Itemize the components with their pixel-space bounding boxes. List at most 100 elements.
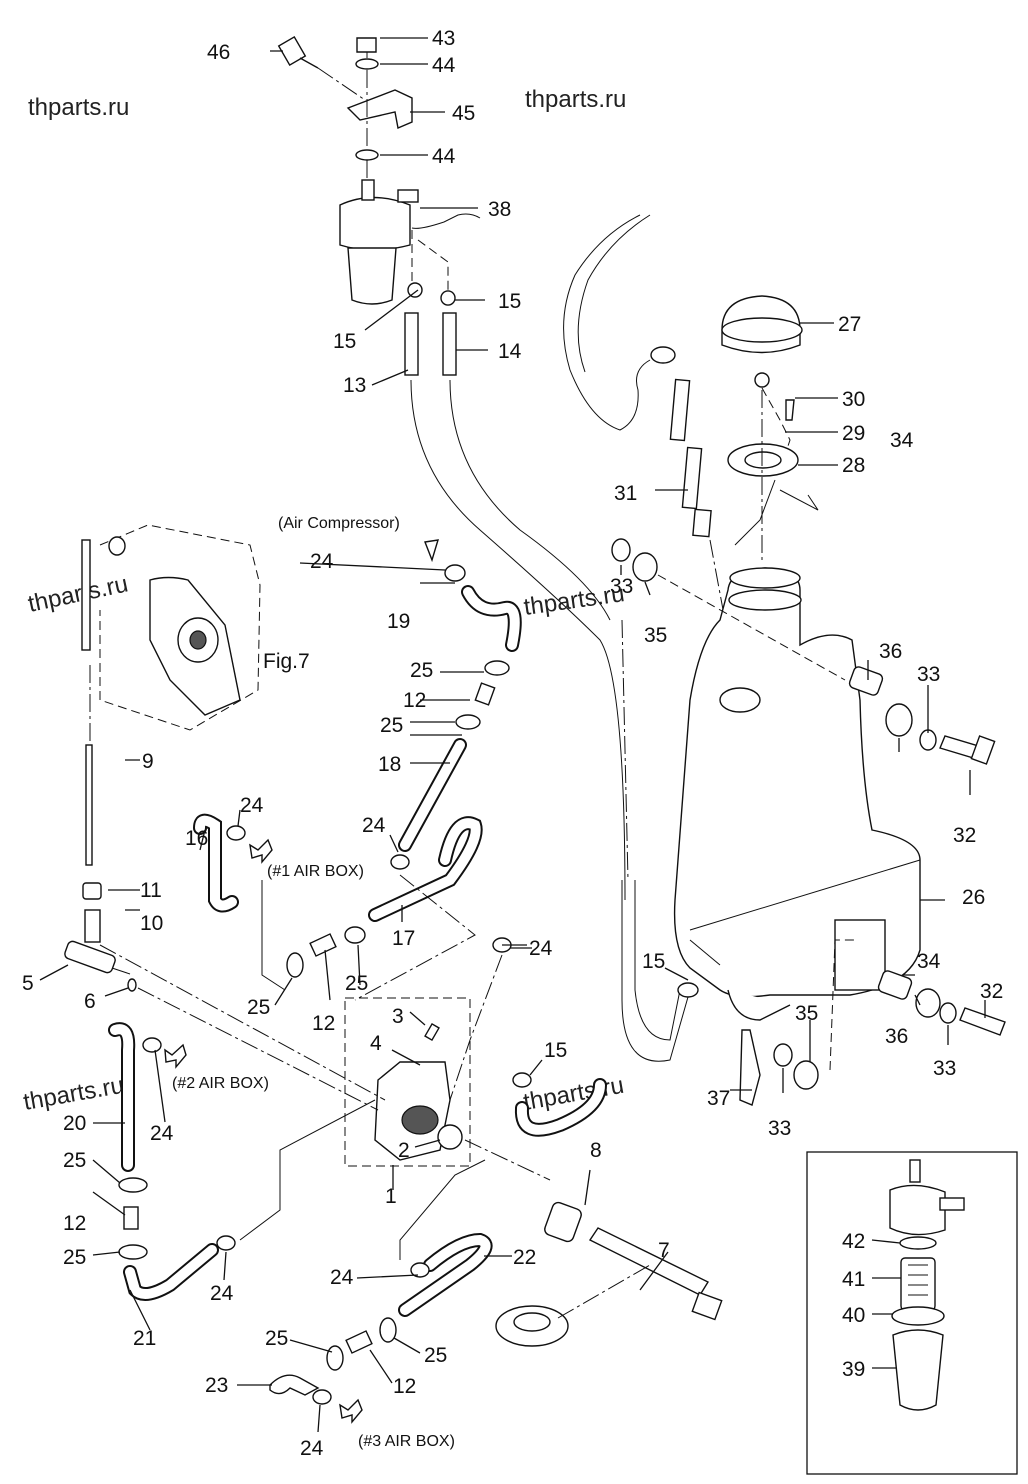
bushing-8 [544,1201,582,1243]
callout-25: 25 [380,714,403,737]
callout-44: 44 [432,145,456,168]
gauge-head [650,346,676,364]
fuel-filter-38 [339,179,449,305]
screw-30 [785,399,795,421]
clip-25 [326,1345,344,1371]
nut-43 [356,37,377,53]
callout-24: 24 [310,550,334,573]
callout-36: 36 [879,640,902,663]
arrow-air-box-1 [249,838,273,864]
inset-frame [806,1151,1018,1475]
callout-4: 4 [370,1032,382,1055]
watermark: thparts.ru [521,1072,626,1116]
shaft-7 [588,1227,709,1296]
callout-18: 18 [378,753,401,776]
shaft-end [691,1291,723,1321]
callout-25: 25 [63,1246,86,1269]
bracket-assembly [277,36,413,180]
pump-dashed-box [344,997,471,1167]
fig7-area [99,524,261,731]
callout-21: 21 [133,1327,156,1350]
clip-15 [677,982,699,998]
callout-24: 24 [300,1437,324,1460]
clip-25 [344,926,366,944]
check-valve-12 [474,682,496,706]
fuel-gauge-31 [411,213,739,691]
clip-25 [118,1177,148,1193]
collar-36 [848,666,884,696]
gauge-tube-lower [681,446,703,510]
gauge-tube [669,378,691,442]
watermark: thparts.ru [26,570,131,617]
air-box-3-line [269,1159,493,1424]
callout-12: 12 [403,689,426,712]
nut-11 [82,882,102,900]
callout-34: 34 [917,950,941,973]
oil-pump-assembly [344,997,471,1167]
cap-strap [734,479,819,546]
filter-head [339,196,411,251]
callout-17: 17 [392,927,415,950]
callout-42: 42 [842,1230,865,1253]
callout-46: 46 [207,41,230,64]
arrow-air-box-2 [164,1043,187,1069]
callout-39: 39 [842,1358,865,1381]
callout-6: 6 [84,990,96,1013]
clip-24 [142,1037,162,1053]
clip-25 [455,714,481,730]
leader-lines [39,37,986,1433]
callout-15: 15 [642,950,665,973]
callout-25: 25 [424,1344,447,1367]
callout-20: 20 [63,1112,86,1135]
clip-24 [312,1389,332,1405]
annotations: (Air Compressor) (#1 AIR BOX) (#2 AIR BO… [172,515,455,1450]
callout-41: 41 [842,1268,865,1291]
note-air-box-2: (#2 AIR BOX) [172,1075,269,1092]
bowl-39 [892,1329,944,1411]
callout-3: 3 [392,1005,404,1028]
callout-31: 31 [614,482,637,505]
callout-7: 7 [658,1239,670,1262]
callout-25: 25 [247,996,270,1019]
callout-2: 2 [398,1139,410,1162]
callout-33: 33 [768,1117,791,1140]
callout-19: 19 [387,610,410,633]
callout-45: 45 [452,102,475,125]
clip-15 [512,1072,532,1088]
callout-22: 22 [513,1246,536,1269]
callout-13: 13 [343,374,366,397]
fig7-clip [108,536,126,556]
callout-25: 25 [345,972,368,995]
callout-25: 25 [265,1327,288,1350]
linkage [64,539,551,1181]
callout-14: 14 [498,340,522,363]
callout-37: 37 [707,1087,730,1110]
callout-10: 10 [140,912,163,935]
callout-25: 25 [410,659,433,682]
callout-25: 25 [63,1149,86,1172]
bracket-45 [346,89,413,129]
washer-33 [773,1043,793,1067]
filter-side-fitting [397,189,419,203]
o-ring-2 [437,1124,463,1150]
hose-13 [404,312,419,376]
clip-25 [379,1317,397,1343]
grommet-34 [915,988,941,1018]
callout-12: 12 [63,1212,86,1235]
arrow-air-compressor [424,539,439,563]
grommet-35 [632,552,658,582]
callout-26: 26 [962,886,985,909]
callout-9: 9 [142,750,154,773]
filter-head-42 [889,1184,946,1236]
bolt-46-shank [299,57,319,69]
callout-32: 32 [953,824,976,847]
washer-33 [611,538,631,562]
washer-44-top [355,58,379,70]
watermark: thparts.ru [28,94,129,121]
callout-35: 35 [795,1002,818,1025]
clip-25 [118,1244,148,1260]
callout-12: 12 [312,1012,335,1035]
drive-shaft [495,1201,723,1347]
callout-24: 24 [240,794,264,817]
watermark: thparts.ru [21,1072,126,1116]
